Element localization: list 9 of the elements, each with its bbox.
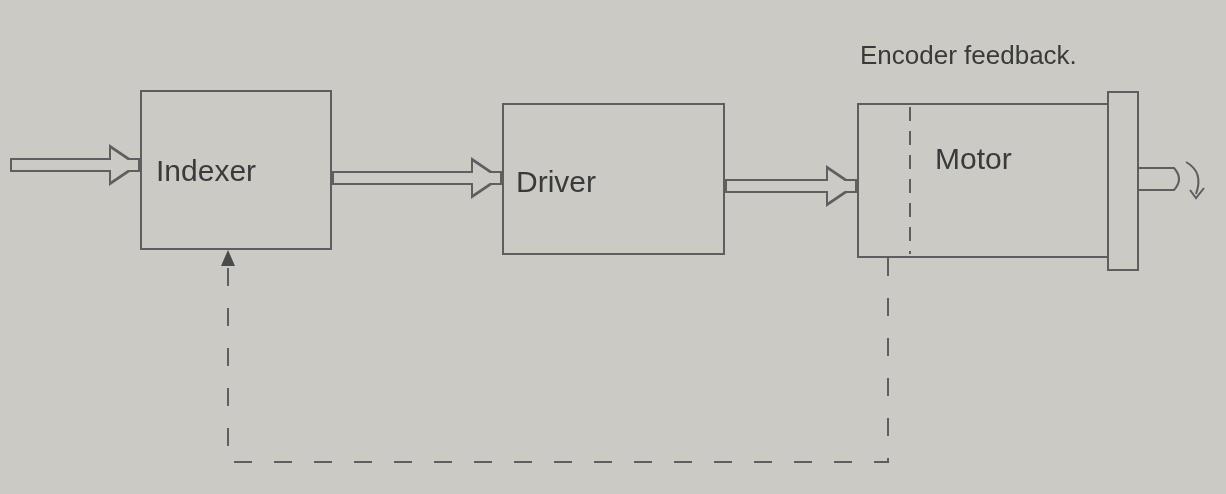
hollow-arrow bbox=[10, 144, 140, 186]
node-caption: Encoder feedback. bbox=[860, 40, 1077, 71]
node-label: Indexer bbox=[156, 154, 257, 188]
process-box bbox=[502, 103, 725, 255]
process-box bbox=[140, 90, 332, 250]
feedback-arrow bbox=[221, 249, 889, 463]
node-label: Driver bbox=[516, 165, 596, 199]
hollow-arrow bbox=[332, 157, 502, 199]
hollow-arrow bbox=[725, 165, 857, 207]
